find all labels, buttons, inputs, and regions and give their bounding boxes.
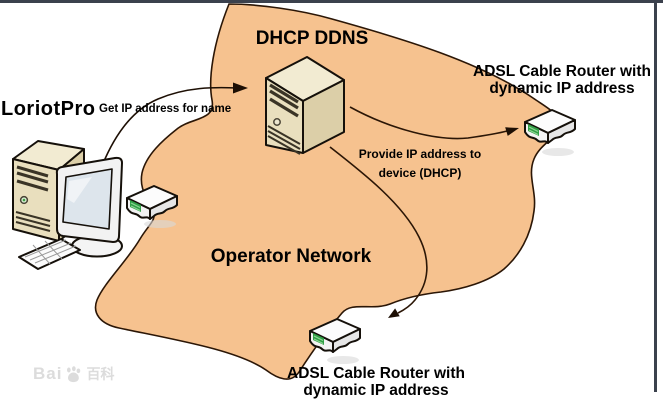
arrow-provide-ip [349, 106, 519, 140]
workstation-icon [12, 140, 123, 270]
top-frame-edge [0, 0, 663, 3]
baidu-watermark: Bai 百科 [33, 364, 114, 384]
operator-network-label: Operator Network [210, 246, 372, 267]
server-icon [265, 56, 345, 155]
router-shadow [144, 220, 176, 228]
server-label: DHCP DDNS [255, 28, 369, 49]
workstation-label: LoriotPro [1, 98, 96, 120]
arrow-to-bottom-router [329, 146, 428, 318]
paw-icon [67, 366, 81, 383]
adsl-router-top-label-line1: ADSL Cable Router with [473, 63, 651, 80]
arrow-get-ip-address [99, 82, 248, 172]
watermark-text-prefix: Bai [33, 364, 63, 383]
flow-provide-ip-label-line2: device (DHCP) [378, 166, 462, 180]
flow-get-ip-label: Get IP address for name [99, 103, 232, 115]
adsl-router-top-label-line2: dynamic IP address [489, 80, 635, 97]
right-frame-edge [654, 0, 657, 392]
flow-provide-ip-label-line1: Provide IP address to [358, 147, 482, 161]
router-shadow [542, 148, 574, 156]
adsl-router-bottom-label-line1: ADSL Cable Router with [287, 365, 465, 382]
arrowhead [505, 127, 519, 136]
flow-provide-ip-label: Provide IP address to device (DHCP) [352, 145, 488, 183]
arrowhead [233, 82, 248, 94]
router-shadow [327, 356, 359, 364]
adsl-router-top-label: ADSL Cable Router with dynamic IP addres… [468, 63, 656, 97]
watermark-text-suffix: 百科 [86, 366, 115, 382]
adsl-router-bottom-label-line2: dynamic IP address [303, 382, 449, 399]
adsl-router-bottom-label: ADSL Cable Router with dynamic IP addres… [281, 365, 471, 399]
arrowhead [388, 308, 400, 318]
